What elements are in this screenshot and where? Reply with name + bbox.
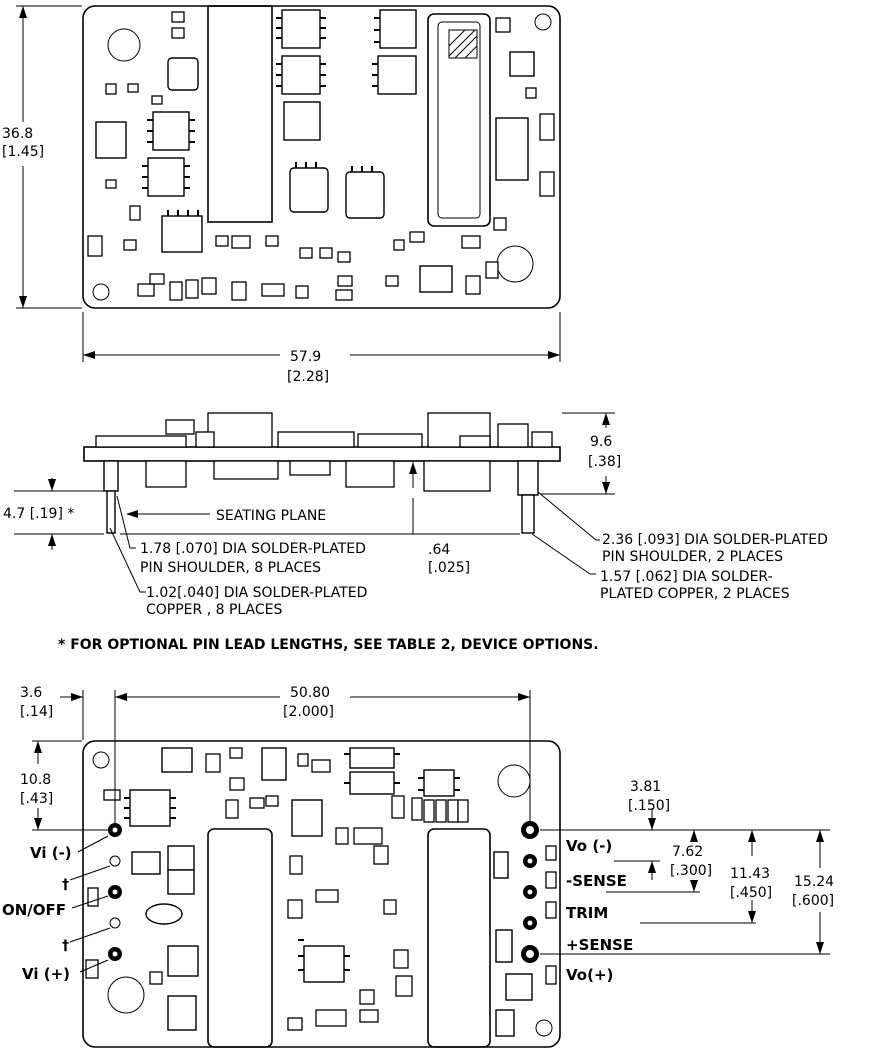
- side-height-dimension: 9.6 [.38]: [540, 412, 621, 495]
- top-mounting-hole: [107, 28, 141, 62]
- label-trim: TRIM: [566, 904, 608, 922]
- top-offset-mm: 10.8: [20, 772, 51, 788]
- top-capacitor-block: [427, 13, 491, 227]
- small-copper-note-1: 1.02[.040] DIA SOLDER-PLATED: [146, 585, 367, 601]
- seating-plane-label: SEATING PLANE: [216, 508, 326, 524]
- left-pin-row: [108, 823, 122, 961]
- small-pin-note-1: 1.78 [.070] DIA SOLDER-PLATED: [140, 541, 366, 557]
- side-large-pin: [517, 460, 539, 534]
- bottom-right-dimensions: 3.81 [.150] 7.62 [.300] 11.43 [.450] 15.…: [540, 779, 834, 955]
- large-copper-note-1: 1.57 [.062] DIA SOLDER-: [600, 569, 773, 585]
- small-pin-note-2: PIN SHOULDER, 8 PLACES: [140, 560, 321, 576]
- dim-1-mm: 3.81: [630, 779, 661, 795]
- label-vo-pos: Vo(+): [566, 966, 613, 984]
- pin-placeholder: [109, 855, 121, 867]
- left-pin-labels: Vi (-) † ON/OFF † Vi (+): [2, 835, 111, 983]
- dim-4-mm: 15.24: [794, 874, 834, 890]
- top-width-dimension: 57.9 [2.28]: [82, 312, 561, 385]
- label-on-off: ON/OFF: [2, 901, 66, 919]
- dim-3-in: [.450]: [730, 885, 772, 901]
- label-dagger-1: †: [62, 877, 69, 893]
- top-mounting-hole: [496, 245, 534, 283]
- pin-placeholder: [109, 917, 121, 929]
- top-offset-in: [.43]: [20, 791, 53, 807]
- standoff-in: [.025]: [428, 560, 470, 576]
- bottom-transformer: [427, 828, 491, 1048]
- top-width-mm: 57.9: [290, 349, 321, 365]
- large-pin-note-2: PIN SHOULDER, 2 PLACES: [602, 549, 783, 565]
- top-ic-chips: [95, 9, 535, 293]
- small-pin-leaders: 1.78 [.070] DIA SOLDER-PLATED PIN SHOULD…: [109, 495, 367, 618]
- side-view: 9.6 [.38] 4.7 [.19] * SEATING PLANE .64 …: [3, 412, 828, 618]
- bottom-mounting-hole: [107, 976, 145, 1014]
- bottom-top-dimensions: 3.6 [.14] 50.80 [2.000]: [20, 685, 531, 824]
- top-height-in: [1.45]: [2, 144, 44, 160]
- seating-plane-callout: SEATING PLANE: [126, 508, 326, 524]
- side-pin-length-dimension: 4.7 [.19] *: [3, 478, 104, 550]
- bottom-transformer: [207, 828, 273, 1048]
- dim-2-in: [.300]: [670, 863, 712, 879]
- top-view-board-outline: [82, 5, 561, 309]
- edge-offset-mm: 3.6: [20, 685, 42, 701]
- bottom-left-dimension: 10.8 [.43]: [20, 740, 108, 831]
- side-board: [83, 446, 561, 462]
- label-vi-neg: Vi (-): [30, 844, 72, 862]
- top-via-hole: [92, 283, 110, 301]
- standoff-mm: .64: [428, 542, 450, 558]
- dim-1-in: [.150]: [628, 798, 670, 814]
- footnote: * FOR OPTIONAL PIN LEAD LENGTHS, SEE TAB…: [58, 637, 599, 653]
- top-transformer: [207, 5, 273, 223]
- label-vi-pos: Vi (+): [22, 965, 70, 983]
- small-copper-note-2: COPPER , 8 PLACES: [146, 602, 282, 618]
- top-width-in: [2.28]: [287, 369, 329, 385]
- bottom-mounting-hole: [497, 764, 531, 798]
- dim-4-in: [.600]: [792, 893, 834, 909]
- top-view: 36.8 [1.45] 57.9 [2.28]: [2, 5, 561, 385]
- side-pin-length: 4.7 [.19] *: [3, 506, 74, 522]
- pin-span-mm: 50.80: [290, 685, 330, 701]
- pin-span-in: [2.000]: [283, 704, 334, 720]
- top-height-mm: 36.8: [2, 126, 33, 142]
- side-height-in: [.38]: [588, 454, 621, 470]
- top-height-dimension: 36.8 [1.45]: [2, 5, 82, 309]
- top-passives: [87, 11, 555, 301]
- label-vo-neg: Vo (-): [566, 837, 612, 855]
- edge-offset-in: [.14]: [20, 704, 53, 720]
- bottom-view: Vi (-) † ON/OFF † Vi (+) Vo (-) -SENSE T…: [2, 685, 834, 1048]
- side-small-pin: [103, 460, 119, 534]
- right-pin-labels: Vo (-) -SENSE TRIM +SENSE Vo(+): [566, 837, 633, 984]
- dim-2-mm: 7.62: [672, 844, 703, 860]
- label-sense-neg: -SENSE: [566, 872, 627, 890]
- bottom-view-board-outline: [82, 740, 561, 1048]
- large-pin-leaders: 2.36 [.093] DIA SOLDER-PLATED PIN SHOULD…: [531, 491, 828, 602]
- large-copper-note-2: PLATED COPPER, 2 PLACES: [600, 586, 790, 602]
- dim-3-mm: 11.43: [730, 866, 770, 882]
- top-hatched-marker: [448, 29, 478, 59]
- top-via-hole: [534, 13, 552, 31]
- large-pin-note-1: 2.36 [.093] DIA SOLDER-PLATED: [602, 532, 828, 548]
- side-standoff-dimension: .64 [.025]: [120, 462, 520, 576]
- side-height-mm: 9.6: [590, 434, 612, 450]
- label-dagger-2: †: [62, 938, 69, 954]
- right-pin-row: [521, 821, 557, 985]
- label-sense-pos: +SENSE: [566, 936, 633, 954]
